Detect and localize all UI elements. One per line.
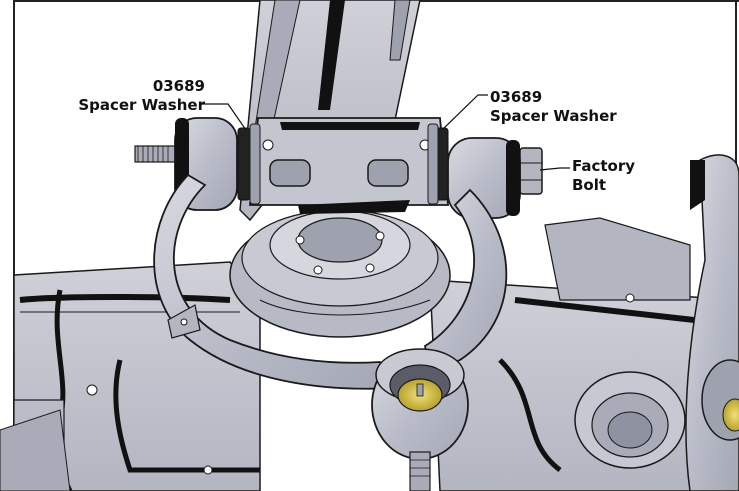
callout-bolt-line1: Factory [572,157,636,175]
callout-right-spacer-washer: 03689 Spacer Washer [490,88,617,126]
adjacent-control-arm [544,154,739,491]
callout-left-part-number: 03689 [152,77,205,95]
callout-left-spacer-washer: 03689 Spacer Washer [73,77,205,115]
mounting-bracket [249,117,449,214]
leader-left-washer [200,103,247,131]
leader-lines [200,94,570,171]
callout-factory-bolt: Factory Bolt [572,157,635,195]
spacer-washer-right [427,123,449,205]
callout-bolt-line2: Bolt [572,176,607,194]
callout-right-part-number: 03689 [490,88,543,106]
spacer-washer-left [237,123,261,205]
leader-factory-bolt [539,167,570,171]
shock-mount [229,209,451,338]
frame-boss [574,371,686,469]
callout-right-part-name: Spacer Washer [490,107,617,125]
callout-left-part-name: Spacer Washer [78,96,205,114]
leader-right-washer [441,94,488,131]
upper-control-arm [153,117,521,491]
